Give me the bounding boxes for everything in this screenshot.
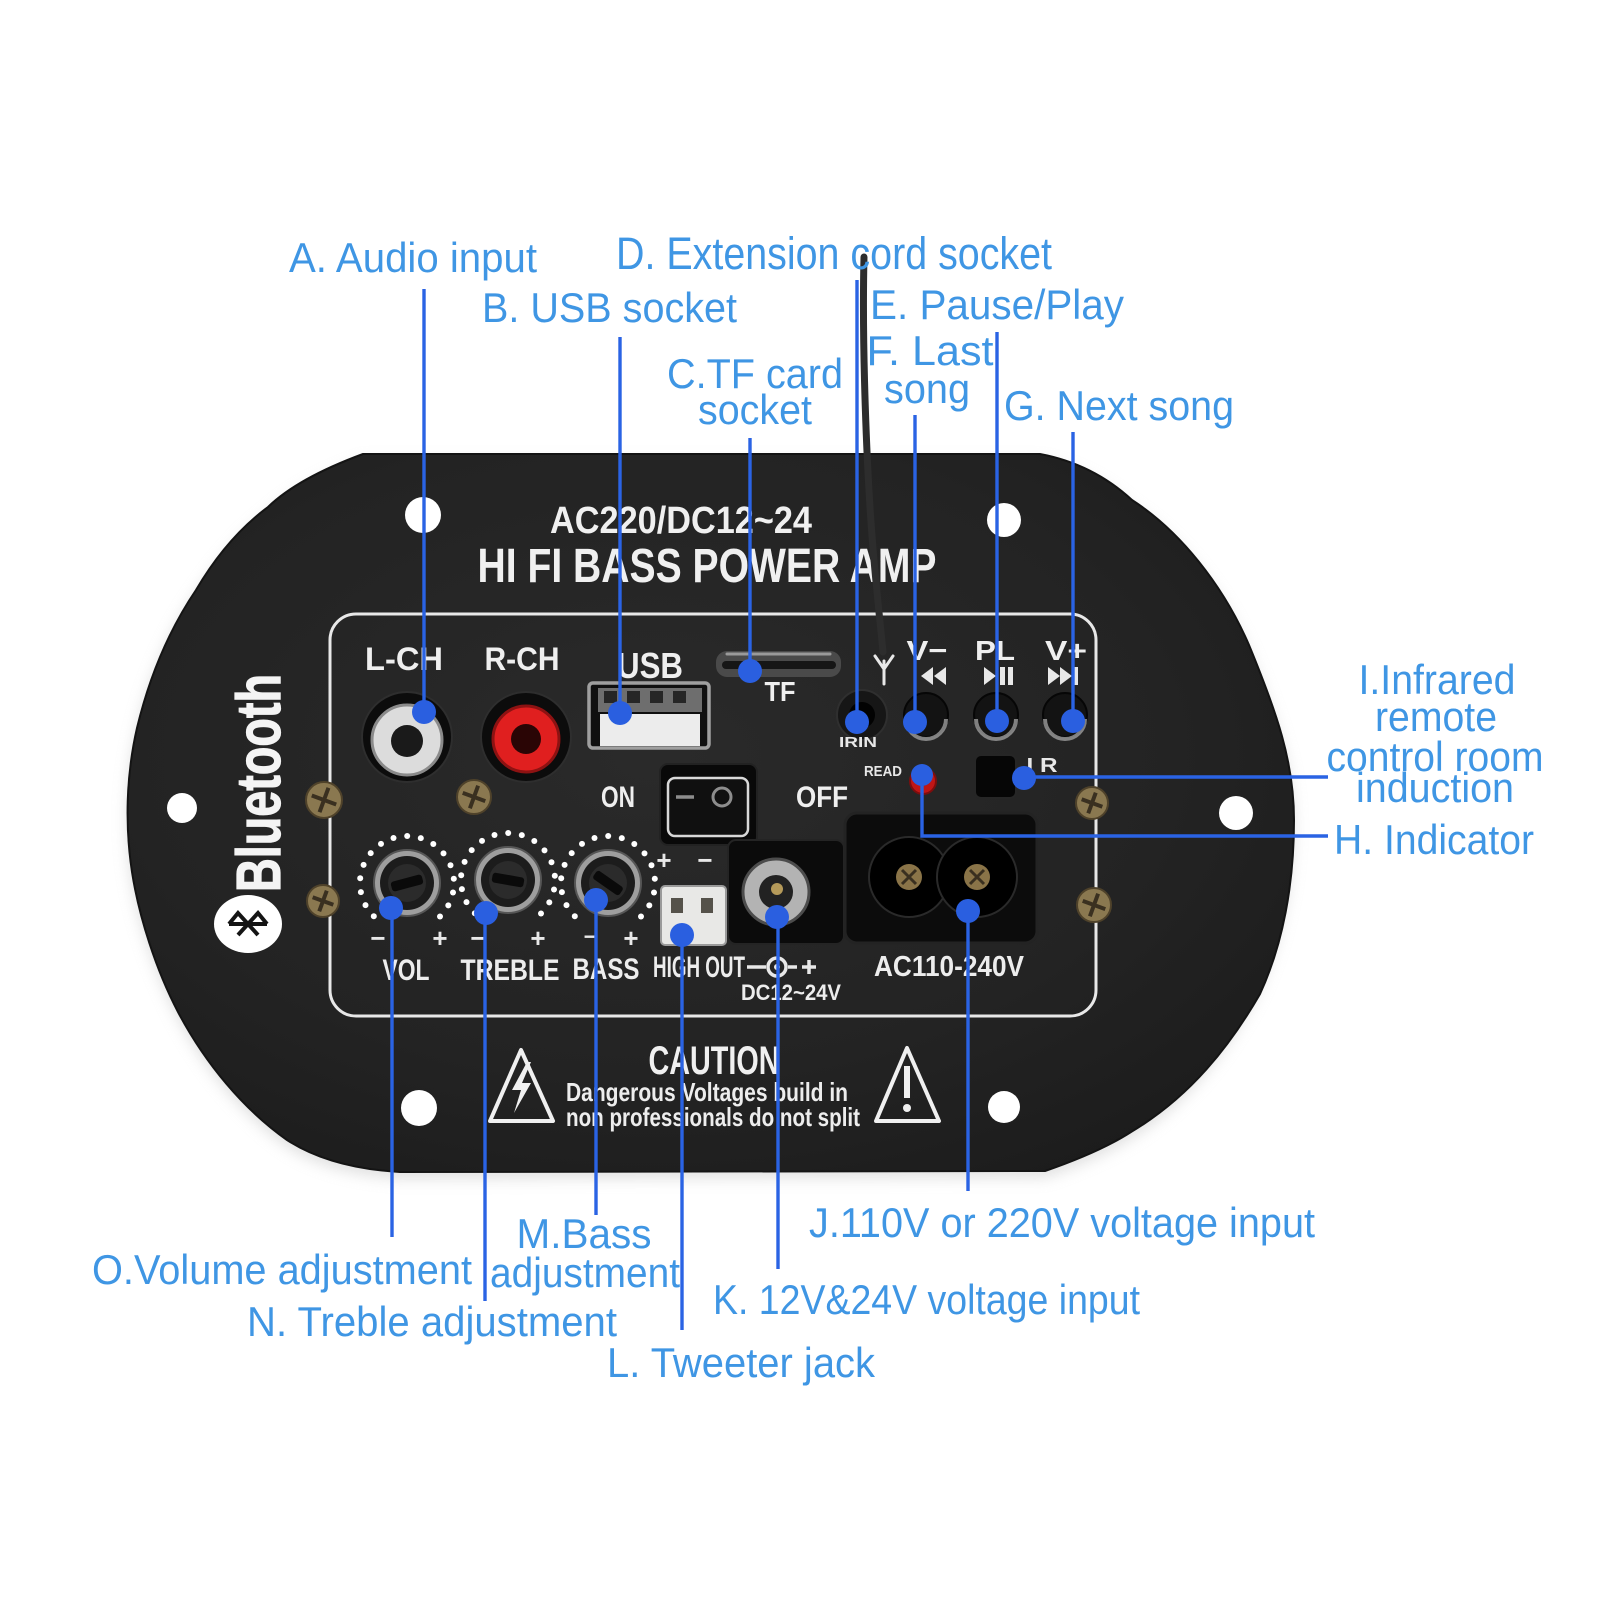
svg-text:−: − (697, 845, 712, 875)
svg-text:induction: induction (1356, 764, 1514, 811)
svg-text:E. Pause/Play: E. Pause/Play (870, 281, 1124, 328)
svg-text:AC220/DC12~24: AC220/DC12~24 (550, 500, 812, 542)
svg-text:IRIN: IRIN (839, 734, 877, 751)
svg-text:CAUTION: CAUTION (649, 1039, 780, 1083)
svg-text:−: − (470, 923, 485, 953)
svg-text:−: − (584, 924, 597, 949)
svg-text:V−: V− (907, 635, 948, 666)
svg-text:ON: ON (601, 781, 635, 814)
svg-text:+: + (623, 923, 638, 953)
svg-text:Bluetooth: Bluetooth (225, 674, 294, 892)
svg-text:control room: control room (1327, 733, 1544, 780)
svg-text:socket: socket (698, 386, 812, 433)
svg-text:O.Volume adjustment: O.Volume adjustment (92, 1246, 472, 1293)
svg-text:−: − (370, 923, 385, 953)
svg-text:PL: PL (975, 635, 1015, 666)
svg-text:H. Indicator: H. Indicator (1334, 816, 1534, 863)
svg-text:L-CH: L-CH (365, 641, 443, 677)
svg-text:HIGH OUT: HIGH OUT (653, 951, 745, 984)
svg-text:USB: USB (617, 645, 683, 686)
svg-text:J.110V or 220V voltage input: J.110V or 220V voltage input (809, 1199, 1315, 1246)
svg-text:V+: V+ (1045, 635, 1087, 666)
svg-text:TF: TF (765, 676, 796, 707)
svg-text:song: song (884, 365, 970, 412)
svg-text:+: + (432, 923, 447, 953)
svg-text:I.Infrared: I.Infrared (1359, 656, 1516, 703)
svg-text:HI FI BASS POWER AMP: HI FI BASS POWER AMP (478, 540, 937, 593)
svg-text:READ: READ (864, 763, 902, 780)
svg-text:F. Last: F. Last (867, 327, 994, 374)
svg-text:remote: remote (1375, 693, 1497, 740)
svg-text:G. Next song: G. Next song (1004, 382, 1234, 429)
svg-text:M.Bass: M.Bass (517, 1210, 652, 1257)
svg-text:+: + (656, 845, 671, 875)
svg-text:R-CH: R-CH (485, 641, 560, 677)
svg-text:Dangerous Voltages build in: Dangerous Voltages build in (566, 1077, 848, 1107)
svg-text:non professionals do not split: non professionals do not split (566, 1102, 860, 1132)
svg-text:DC12~24V: DC12~24V (741, 980, 841, 1005)
svg-text:L. Tweeter jack: L. Tweeter jack (607, 1339, 876, 1386)
svg-text:A. Audio input: A. Audio input (289, 234, 537, 281)
svg-text:AC110-240V: AC110-240V (874, 951, 1025, 983)
svg-text:TREBLE: TREBLE (461, 954, 560, 987)
svg-text:+: + (530, 923, 545, 953)
svg-text:N. Treble adjustment: N. Treble adjustment (247, 1298, 617, 1345)
svg-text:K. 12V&24V voltage input: K. 12V&24V voltage input (713, 1276, 1140, 1323)
svg-text:OFF: OFF (796, 781, 848, 814)
svg-text:I R: I R (1027, 755, 1059, 777)
svg-text:BASS: BASS (573, 953, 640, 986)
svg-text:B. USB socket: B. USB socket (482, 284, 737, 331)
svg-text:D. Extension cord socket: D. Extension cord socket (616, 228, 1052, 279)
svg-text:adjustment: adjustment (490, 1249, 680, 1296)
svg-text:VOL: VOL (383, 954, 430, 987)
svg-text:C.TF card: C.TF card (667, 350, 843, 397)
